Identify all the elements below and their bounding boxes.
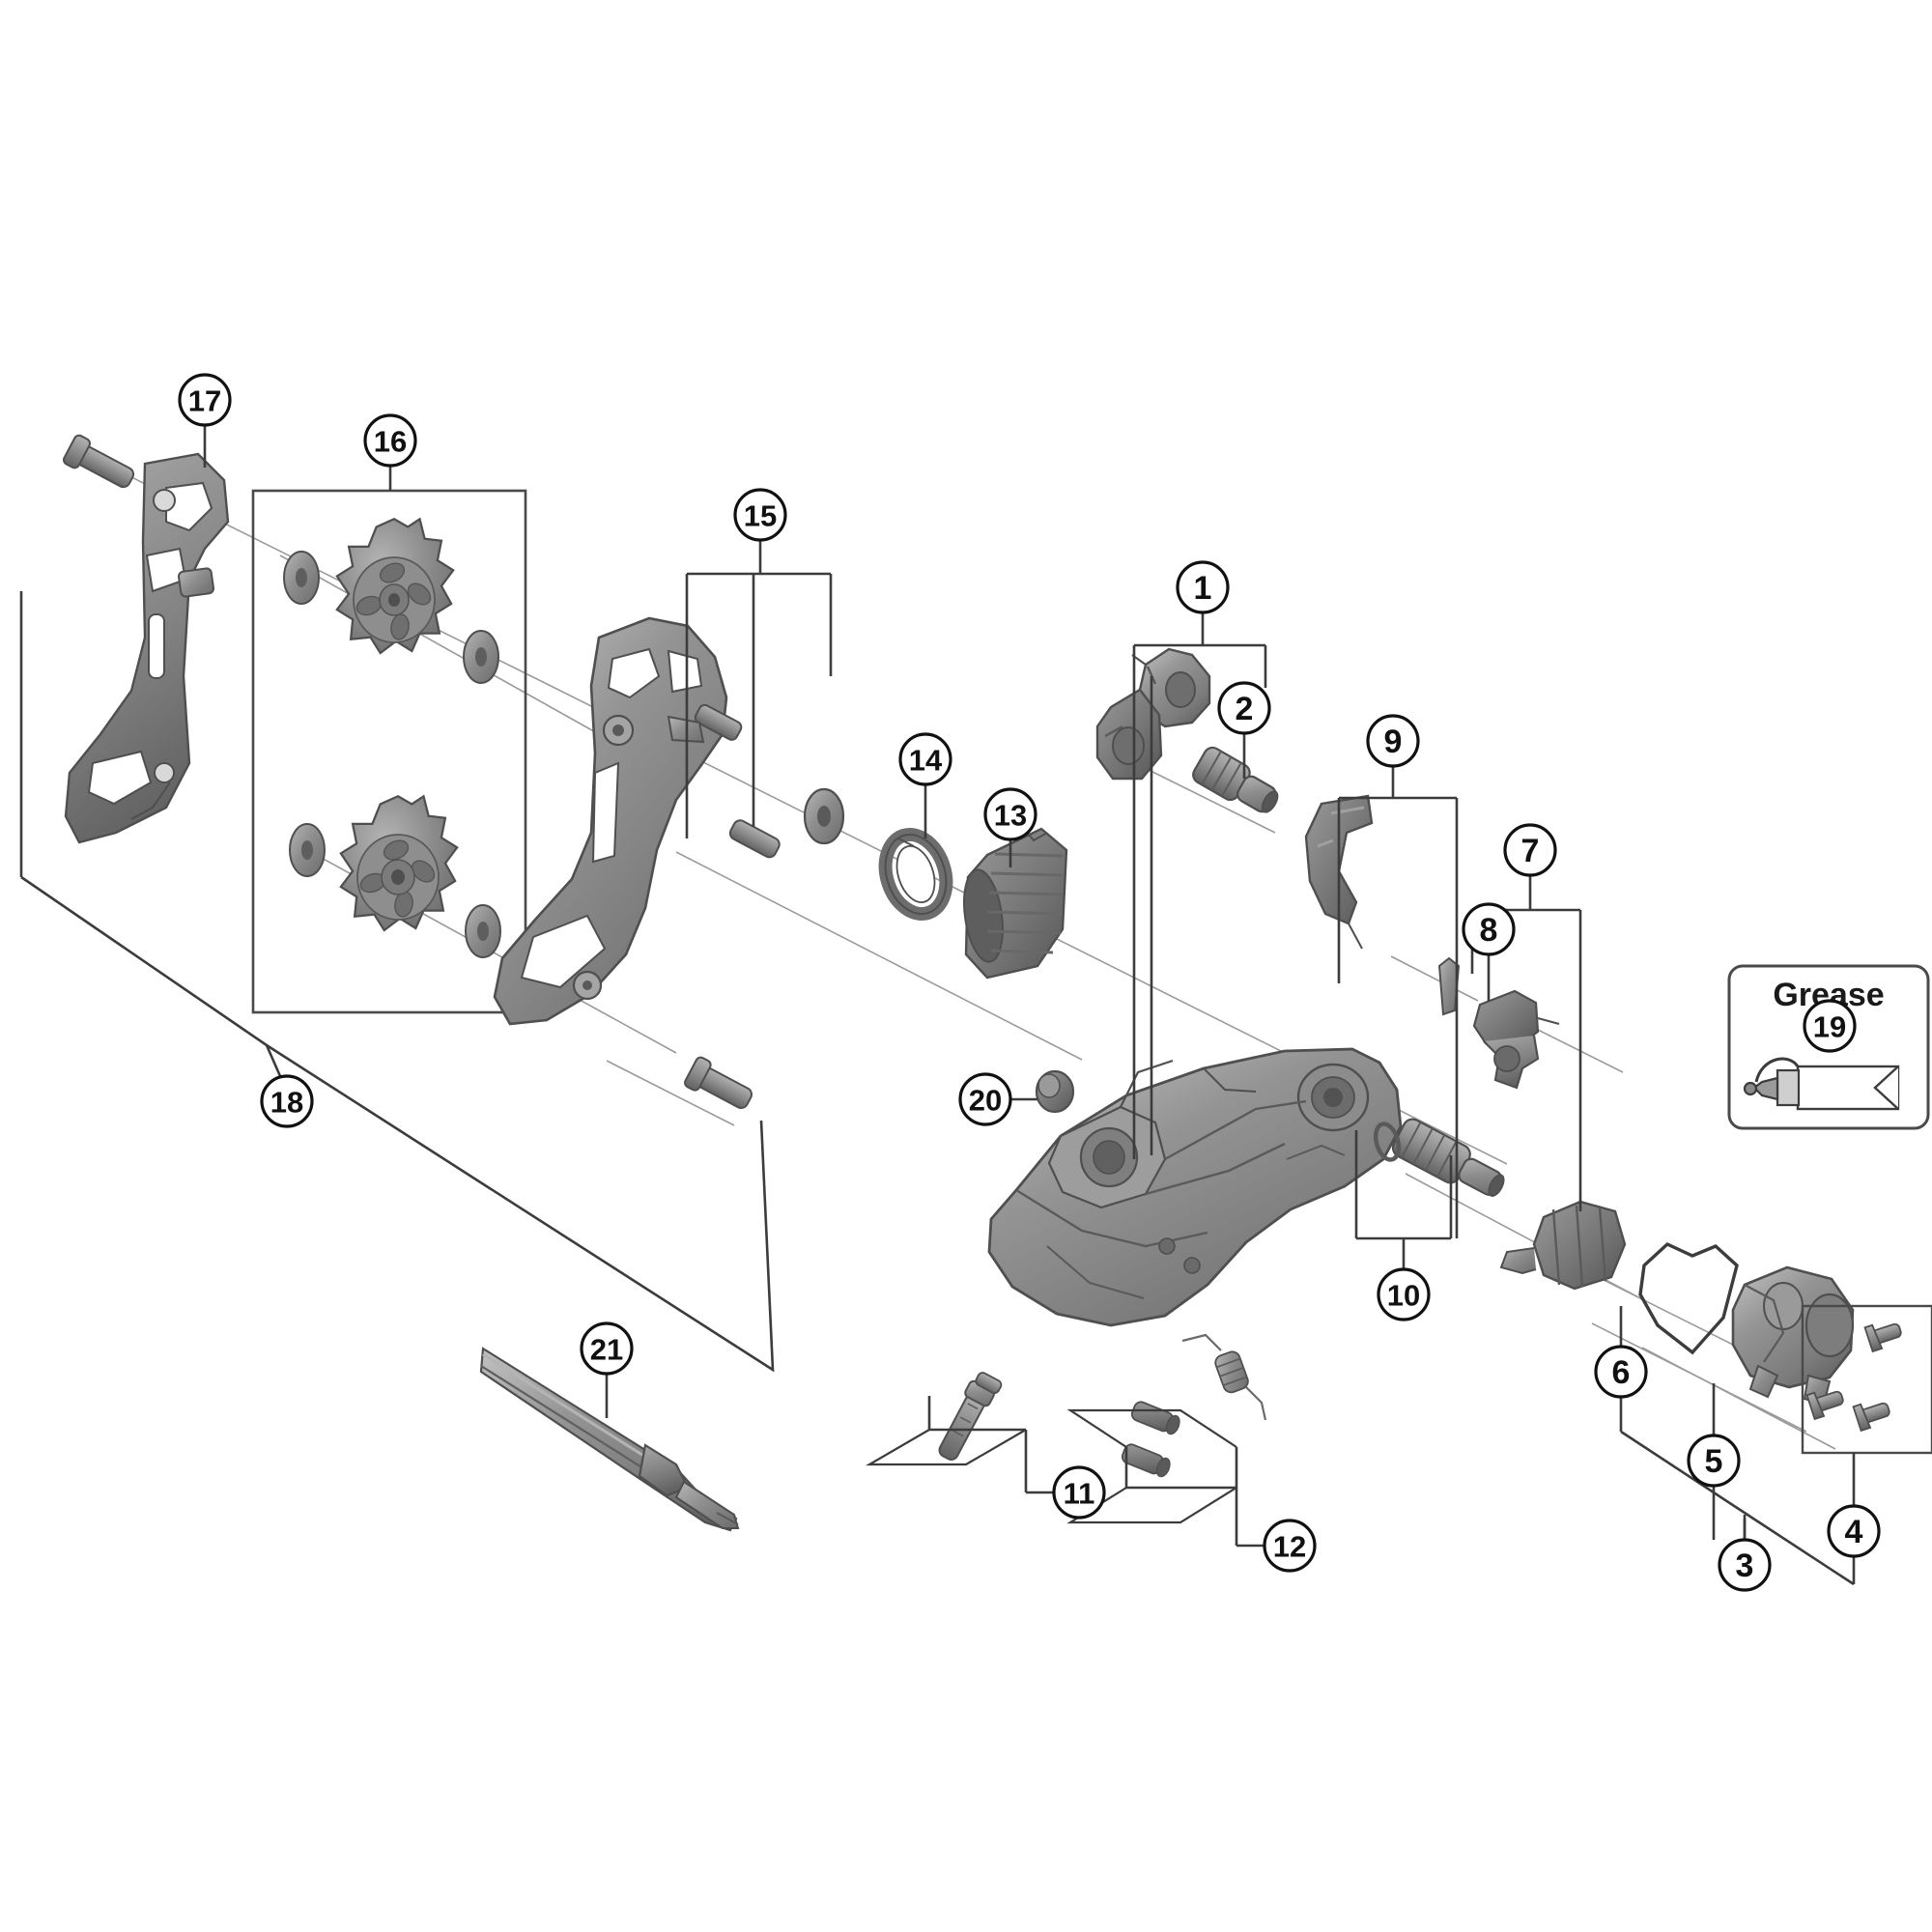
part-15-bolt-upper bbox=[728, 819, 781, 859]
callout-6[interactable]: 6 bbox=[1594, 1345, 1648, 1399]
callout-3-label: 3 bbox=[1736, 1548, 1754, 1584]
callout-10[interactable]: 10 bbox=[1377, 1267, 1431, 1321]
callout-8[interactable]: 8 bbox=[1462, 902, 1516, 956]
callout-12-label: 12 bbox=[1273, 1530, 1306, 1564]
callout-13[interactable]: 13 bbox=[983, 787, 1037, 841]
part-11-stroke-screw bbox=[938, 1379, 995, 1461]
callout-10-label: 10 bbox=[1387, 1279, 1420, 1313]
callout-17-label: 17 bbox=[188, 384, 221, 418]
part-16-upper-pulley bbox=[283, 517, 499, 684]
grease-tube-icon bbox=[1743, 1057, 1900, 1111]
callout-19-label: 19 bbox=[1813, 1010, 1846, 1044]
callout-9[interactable]: 9 bbox=[1366, 714, 1420, 768]
callout-16[interactable]: 16 bbox=[363, 413, 417, 468]
part-13-spring-housing bbox=[963, 827, 1068, 980]
callout-1[interactable]: 1 bbox=[1176, 560, 1230, 614]
part-15-bolt-lower bbox=[684, 1056, 753, 1110]
part-4-box bbox=[1801, 1304, 1932, 1455]
callout-2-label: 2 bbox=[1236, 691, 1254, 727]
part-15-washer bbox=[803, 787, 845, 845]
part-4-bolts bbox=[1805, 1322, 1902, 1433]
callout-20[interactable]: 20 bbox=[958, 1072, 1012, 1126]
callout-14-label: 14 bbox=[909, 744, 943, 778]
callout-1-label: 1 bbox=[1194, 570, 1212, 607]
part-14-snap-ring bbox=[878, 827, 953, 922]
callout-16-label: 16 bbox=[374, 425, 407, 459]
callout-11-label: 11 bbox=[1064, 1477, 1095, 1511]
callout-14[interactable]: 14 bbox=[898, 732, 952, 786]
callout-8-label: 8 bbox=[1480, 912, 1498, 949]
part-21-tool bbox=[479, 1347, 740, 1532]
part-12-limit-screws bbox=[1121, 1333, 1267, 1478]
callout-19[interactable]: 19 bbox=[1803, 999, 1857, 1053]
callout-4[interactable]: 4 bbox=[1827, 1504, 1881, 1558]
callout-5[interactable]: 5 bbox=[1687, 1434, 1741, 1488]
callout-17[interactable]: 17 bbox=[178, 373, 232, 427]
part-18-outer-plate bbox=[493, 616, 743, 1026]
part-12-spring bbox=[1214, 1350, 1249, 1394]
callout-11[interactable]: 11 bbox=[1052, 1465, 1106, 1520]
callout-6-label: 6 bbox=[1612, 1354, 1631, 1391]
part-17-inner-plate bbox=[62, 434, 230, 844]
callout-9-label: 9 bbox=[1384, 724, 1403, 760]
callout-7-label: 7 bbox=[1521, 833, 1540, 869]
callout-3[interactable]: 3 bbox=[1718, 1538, 1772, 1592]
callout-circles-layer: 1 2 3 4 5 6 7 bbox=[178, 373, 1881, 1592]
callout-21-label: 21 bbox=[590, 1333, 623, 1367]
part-20-cap-plug bbox=[1035, 1069, 1075, 1114]
callout-13-label: 13 bbox=[994, 799, 1027, 833]
callout-leader-lines bbox=[19, 425, 1856, 1586]
part-11-small-pin bbox=[975, 1372, 1003, 1395]
part-16-lower-pulley bbox=[289, 794, 501, 958]
part-10-oring bbox=[1373, 1122, 1402, 1162]
callout-4-label: 4 bbox=[1845, 1514, 1863, 1550]
part-7-roller bbox=[1499, 1200, 1627, 1291]
callout-2[interactable]: 2 bbox=[1217, 681, 1271, 735]
part-6-gasket bbox=[1638, 1241, 1739, 1355]
callout-18-label: 18 bbox=[270, 1086, 303, 1120]
derailleur-main-body bbox=[987, 1047, 1403, 1327]
callout-18[interactable]: 18 bbox=[260, 1074, 314, 1128]
callout-5-label: 5 bbox=[1705, 1443, 1723, 1480]
callout-15-label: 15 bbox=[744, 499, 777, 533]
part-2-adjusting-bolt bbox=[1192, 746, 1279, 813]
part-7-small-clip bbox=[1437, 956, 1461, 1016]
callout-15[interactable]: 15 bbox=[733, 488, 787, 542]
callout-12[interactable]: 12 bbox=[1263, 1519, 1317, 1573]
callout-21[interactable]: 21 bbox=[580, 1321, 634, 1376]
part-1-cable-fixing-unit bbox=[1095, 647, 1211, 781]
callout-20-label: 20 bbox=[969, 1084, 1002, 1118]
part-5-bracket-axle-unit bbox=[1731, 1265, 1855, 1406]
part-8-stopper-bolt bbox=[1472, 989, 1560, 1090]
callout-7[interactable]: 7 bbox=[1503, 823, 1557, 877]
